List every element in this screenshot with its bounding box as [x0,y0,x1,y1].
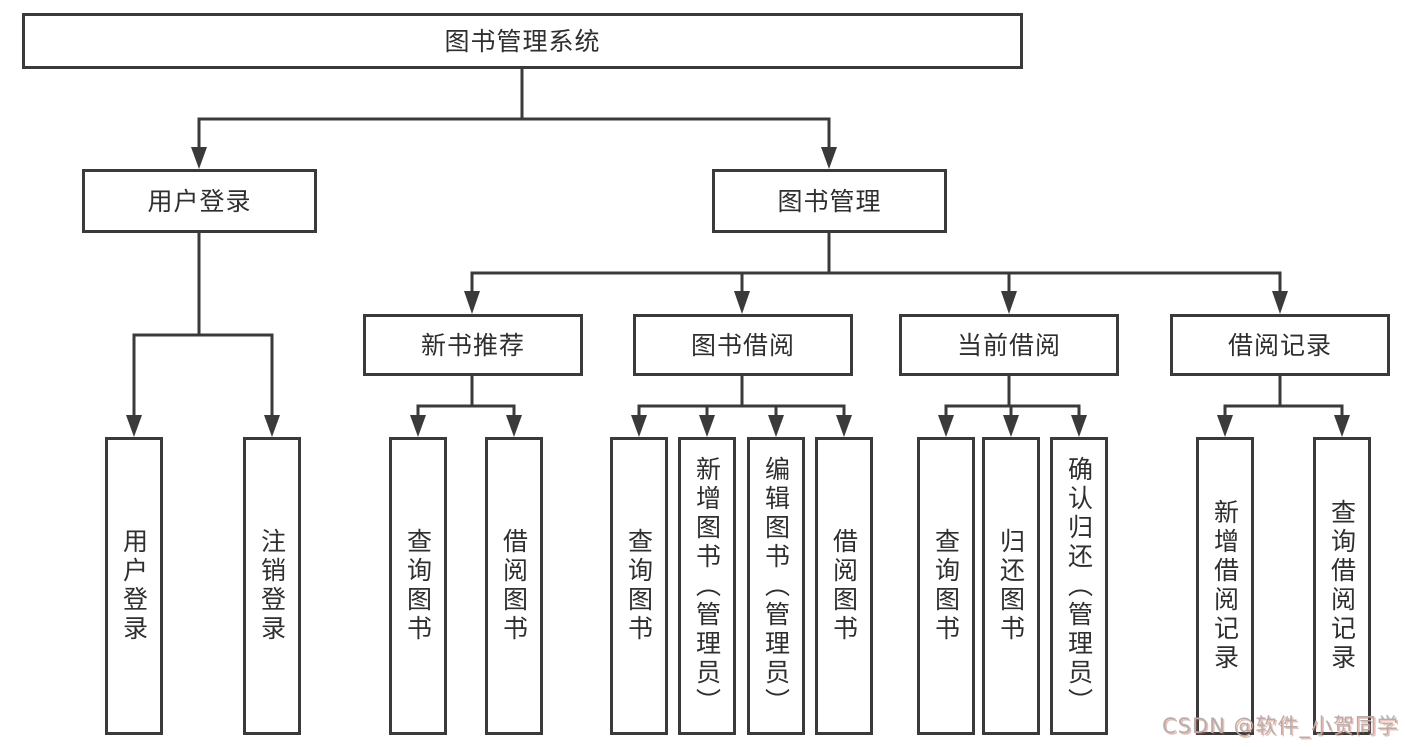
node-current-borrow: 当前借阅 [899,314,1119,376]
leaf-return-book-label: 归还图书 [996,528,1026,644]
connector-root [191,67,837,169]
connector-book-borrow [631,374,852,437]
leaf-logout-label: 注销登录 [257,528,287,644]
leaf-logout: 注销登录 [243,437,301,735]
node-user-login: 用户登录 [82,169,317,233]
leaf-recommend-query-book-label: 查询图书 [403,528,433,644]
node-borrow-record-label: 借阅记录 [1227,330,1332,360]
leaf-user-login: 用户登录 [105,437,163,735]
leaf-borrow-query-book-label: 查询图书 [624,528,654,644]
node-borrow-record: 借阅记录 [1170,314,1390,376]
node-new-book-recommend: 新书推荐 [363,314,583,376]
node-book-management: 图书管理 [712,169,947,233]
leaf-query-borrow-record-label: 查询借阅记录 [1327,499,1357,673]
leaf-confirm-return-admin: 确认归还（管理员） [1050,437,1108,735]
node-book-management-label: 图书管理 [777,186,882,216]
node-new-book-recommend-label: 新书推荐 [420,330,525,360]
node-root-system: 图书管理系统 [22,13,1023,69]
leaf-user-login-label: 用户登录 [119,528,149,644]
node-root-system-label: 图书管理系统 [444,26,601,56]
leaf-edit-book-admin: 编辑图书（管理员） [747,437,805,735]
leaf-recommend-borrow-book-label: 借阅图书 [499,528,529,644]
leaf-borrow-query-book: 查询图书 [610,437,668,735]
leaf-current-query-book-label: 查询图书 [931,528,961,644]
node-book-borrow: 图书借阅 [633,314,853,376]
connector-new-book-recommend [410,374,522,437]
connector-borrow-record [1217,374,1350,437]
connector-current-borrow [938,374,1087,437]
leaf-recommend-query-book: 查询图书 [389,437,447,735]
connector-user-login [126,231,280,437]
leaf-borrow-book-label: 借阅图书 [829,528,859,644]
leaf-return-book: 归还图书 [982,437,1040,735]
leaf-add-book-admin: 新增图书（管理员） [678,437,736,735]
leaf-edit-book-admin-label: 编辑图书（管理员） [761,455,791,717]
node-current-borrow-label: 当前借阅 [956,330,1061,360]
leaf-add-borrow-record-label: 新增借阅记录 [1210,499,1240,673]
node-book-borrow-label: 图书借阅 [690,330,795,360]
leaf-add-book-admin-label: 新增图书（管理员） [692,455,722,717]
leaf-current-query-book: 查询图书 [917,437,975,735]
leaf-add-borrow-record: 新增借阅记录 [1196,437,1254,735]
connector-book-management [464,231,1288,314]
leaf-confirm-return-admin-label: 确认归还（管理员） [1064,455,1094,717]
leaf-recommend-borrow-book: 借阅图书 [485,437,543,735]
leaf-borrow-book: 借阅图书 [815,437,873,735]
csdn-watermark: CSDN @软件_小贺同学 [1161,714,1399,738]
leaf-query-borrow-record: 查询借阅记录 [1313,437,1371,735]
node-user-login-label: 用户登录 [147,186,252,216]
